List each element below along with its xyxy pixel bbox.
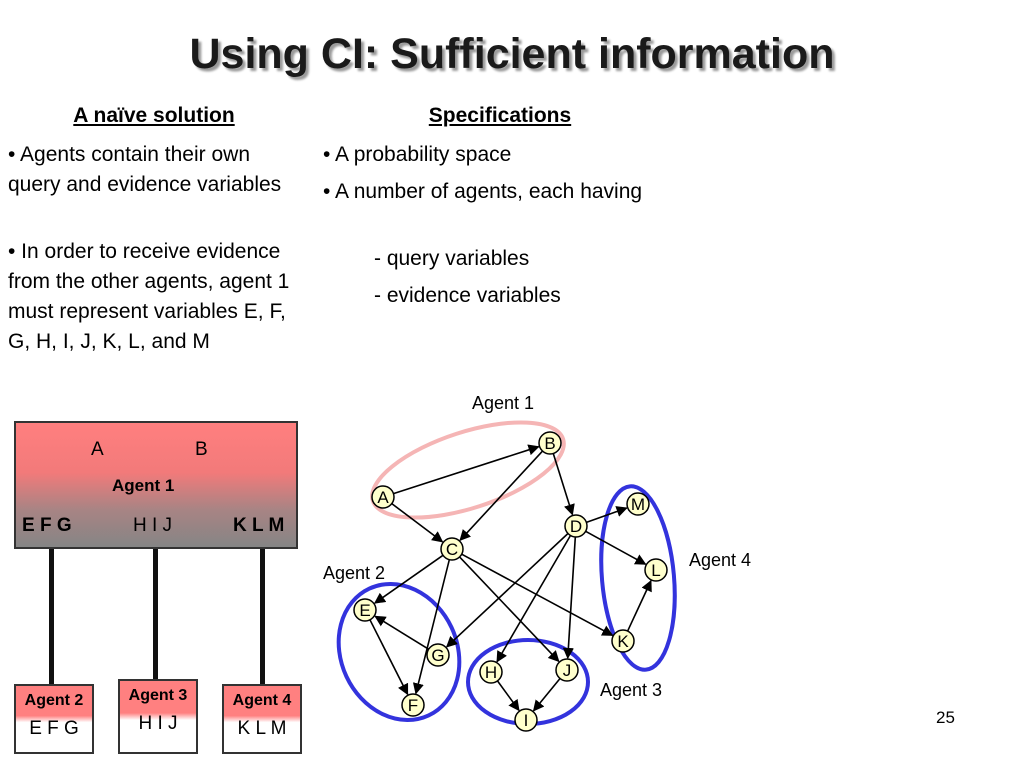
- node-a-circle: [371, 485, 395, 509]
- right-bullet-1: • A probability space: [323, 143, 512, 166]
- agent3-box: Agent 3 H I J: [118, 679, 198, 754]
- edge-c-f: [412, 559, 451, 695]
- agent3-box-vars: H I J: [138, 713, 178, 734]
- node-e-circle: [353, 598, 377, 622]
- right-bullet-2: • A number of agents, each having: [323, 180, 643, 203]
- sub-item-query: - query variables: [374, 247, 530, 270]
- edge-d-h: [496, 535, 572, 663]
- group-label-agent4: Agent 4: [689, 550, 751, 570]
- edge-c-k: [461, 553, 614, 637]
- edge-d-j: [562, 536, 577, 660]
- node-m-circle: [626, 492, 650, 516]
- node-c-circle: [440, 537, 464, 561]
- edge-c-j: [458, 556, 560, 663]
- node-e-label: E: [359, 601, 370, 620]
- edge-a-c: [391, 502, 444, 543]
- node-j-label: J: [563, 661, 572, 680]
- edge-b-d: [552, 453, 575, 516]
- agent1-var-b: B: [195, 439, 208, 460]
- connector-agent3: [153, 549, 158, 679]
- right-column-heading: Specifications: [428, 104, 572, 127]
- edge-c-e: [373, 554, 444, 604]
- edge-d-g: [445, 532, 569, 648]
- group-label-agent2: Agent 2: [323, 563, 385, 583]
- edge-k-l: [626, 579, 652, 632]
- node-d-circle: [564, 514, 588, 538]
- edge-b-c: [459, 450, 544, 542]
- node-layer: A B C D E F G H I J K L M: [353, 431, 668, 732]
- agent4-box-label: Agent 4: [232, 692, 292, 709]
- agent2-box-label: Agent 2: [24, 692, 84, 709]
- left-bullet-2: • In order to receive evidence from the …: [8, 240, 290, 353]
- node-k-circle: [611, 629, 635, 653]
- edge-e-f: [369, 619, 409, 696]
- node-a-label: A: [377, 488, 389, 507]
- agent2-group-ellipse: [336, 581, 462, 723]
- node-i-label: I: [524, 711, 529, 730]
- edge-j-i: [532, 677, 561, 712]
- node-h-circle: [479, 660, 503, 684]
- group-label-agent3: Agent 3: [600, 680, 662, 700]
- node-l-label: L: [651, 561, 660, 580]
- agent4-box-vars: K L M: [237, 718, 287, 739]
- agent1-box: [14, 421, 298, 549]
- node-d-label: D: [570, 517, 582, 536]
- agent4-group-ellipse: [599, 484, 677, 672]
- edge-a-b: [393, 444, 540, 495]
- node-g-circle: [426, 643, 450, 667]
- node-b-circle: [538, 431, 562, 455]
- connector-agent4: [260, 549, 265, 684]
- node-c-label: C: [446, 540, 458, 559]
- agent1-group-efg: E F G: [22, 515, 72, 536]
- node-g-label: G: [431, 646, 444, 665]
- node-m-label: M: [631, 495, 645, 514]
- edge-g-e: [374, 615, 430, 650]
- edge-d-m: [586, 506, 628, 524]
- edge-d-l: [585, 530, 647, 565]
- agent2-box: Agent 2 E F G: [14, 684, 94, 754]
- connector-agent2: [49, 549, 54, 684]
- slide-title: Using CI: Sufficient information: [189, 30, 835, 78]
- agent1-group-hij: H I J: [133, 515, 173, 536]
- group-label-agent1: Agent 1: [472, 393, 534, 413]
- agent1-var-a: A: [91, 439, 104, 460]
- agent1-box-label: Agent 1: [112, 476, 175, 495]
- node-k-label: K: [617, 632, 629, 651]
- node-f-label: F: [408, 696, 418, 715]
- node-h-label: H: [485, 663, 497, 682]
- agent2-box-vars: E F G: [29, 718, 79, 739]
- agent1-group-klm: K L M: [233, 515, 285, 536]
- edge-h-i: [496, 680, 520, 712]
- node-b-label: B: [544, 434, 555, 453]
- left-bullet-1: • Agents contain their own query and evi…: [8, 143, 282, 196]
- agent3-box-label: Agent 3: [128, 687, 188, 704]
- sub-item-evidence: - evidence variables: [374, 284, 561, 307]
- node-i-circle: [514, 708, 538, 732]
- node-j-circle: [555, 658, 579, 682]
- node-l-circle: [644, 558, 668, 582]
- node-f-circle: [401, 693, 425, 717]
- page-number: 25: [936, 708, 955, 727]
- edge-layer: [369, 444, 652, 712]
- left-column-heading: A naïve solution: [73, 104, 235, 127]
- agent4-box: Agent 4 K L M: [222, 684, 302, 754]
